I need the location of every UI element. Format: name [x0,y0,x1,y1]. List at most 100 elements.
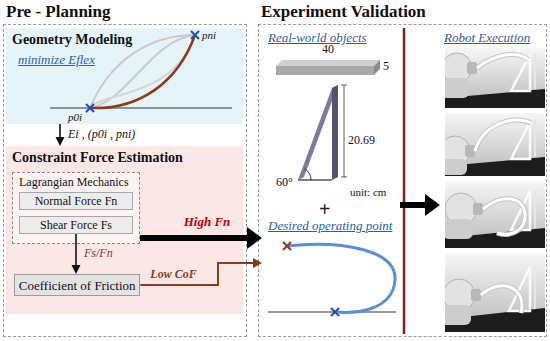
label-holder: pni [202,29,216,42]
robot-photo [443,181,545,248]
process-label: Shear Force Fs [40,218,112,232]
dimension-label: 5 [383,60,389,74]
bracket-object [344,85,345,177]
label-holder: + [319,198,330,221]
geometry-curves [50,31,232,112]
geometry-curves [90,35,195,108]
bracket-object [298,85,347,180]
label-holder: 40 [322,43,334,57]
label-holder: High Fn [184,215,231,230]
robot-photo [441,253,545,332]
arrow-head [56,137,65,146]
geometry-curves [90,35,195,108]
edge-label: Fs/Fn [84,247,113,261]
section-subtitle: Desired operating point [268,218,392,234]
panel: Pre - PlanningGeometry Modelingminimize … [3,24,247,337]
robot-photo [441,159,467,175]
plus-sign: + [319,198,330,221]
bracket-object [341,177,347,178]
geometry-curves [191,31,199,39]
process-box: Shear Force Fs [19,216,133,234]
flow-arrow [400,194,440,216]
bar-object [276,66,374,75]
robot-photo [473,203,483,215]
robot-photo [440,113,545,176]
connector-line [140,235,252,241]
robot-photo [441,78,469,98]
panel-heading: Pre - Planning [6,2,111,22]
label-holder: 20.69 [348,134,375,148]
robot-photo [471,289,481,301]
operating-curve [287,244,395,312]
edge-label: Low CoF [150,268,196,282]
bar-object [374,60,380,75]
bracket-object [341,85,347,86]
method-box: Lagrangian MechanicsNormal Force FnShear… [12,172,140,244]
robot-photo [443,219,473,239]
robot-photo [534,265,536,309]
bracket-object [305,169,312,180]
result-box: Coefficient of Friction [14,274,140,296]
geometry-curves [50,107,232,108]
geometry-curves [90,35,195,108]
stage-region: Constraint Force EstimationLagrangian Me… [6,146,243,314]
robot-photo [483,199,525,235]
label-holder: 60° [276,176,293,190]
divider-line [403,28,406,334]
unit-note: unit: cm [350,186,386,199]
connector-line [140,263,255,285]
arrow-head [253,258,262,268]
dimension-label: 20.69 [348,134,375,148]
robot-photo [441,48,545,108]
dimension-label: 40 [322,43,334,57]
panel-heading: Experiment Validation [261,2,426,22]
process-label: Normal Force Fn [35,194,118,208]
robot-photo [483,199,525,235]
connector-line [75,234,77,268]
robot-photo [467,62,477,74]
robot-photo [534,53,536,89]
robot-photo [481,286,522,313]
bar-object [276,60,380,66]
result-label: Coefficient of Friction [19,278,136,293]
robot-photo [475,120,531,151]
arrow-head [425,194,440,216]
operating-curve [268,311,396,312]
label-holder: Ei , (p0i , pni) [68,128,135,142]
flow-arrow [140,258,262,285]
bar-object [276,60,380,75]
point-label: pni [202,29,216,42]
label-holder: unit: cm [350,186,386,199]
stage-region: Geometry Modeling minimize Eflex p0i pni [6,28,243,124]
point-label: p0i [68,111,82,124]
flow-arrow [72,234,81,274]
flow-arrow [56,124,65,146]
robot-photo [477,54,529,68]
operating-curve [283,242,291,250]
dimension-label: 60° [276,176,293,190]
robot-photo [465,145,475,157]
geometry-curves [86,104,94,112]
section-title: Constraint Force Estimation [12,150,183,166]
bracket-object [298,179,332,181]
geometry-curves [90,35,195,108]
robot-photo [534,189,536,228]
robot-photo [481,286,522,313]
operating-curve [268,242,396,316]
robot-photo [475,120,531,151]
robot-photo [534,120,536,157]
label-holder: Low CoF [150,268,196,282]
section-subtitle: minimize Eflex [18,52,95,67]
edge-label: Ei , (p0i , pni) [68,128,135,142]
bracket-object [332,85,338,180]
section-subtitle: Robot Execution [444,30,530,46]
edge-label: High Fn [184,215,231,230]
robot-photo [511,122,530,159]
section-subtitle: Real-world objects [268,30,367,46]
arrow-head [72,265,81,274]
operating-curve [331,308,339,316]
section-title: Geometry Modeling [12,32,132,48]
flow-arrow [140,227,262,249]
robot-photo [441,305,471,325]
